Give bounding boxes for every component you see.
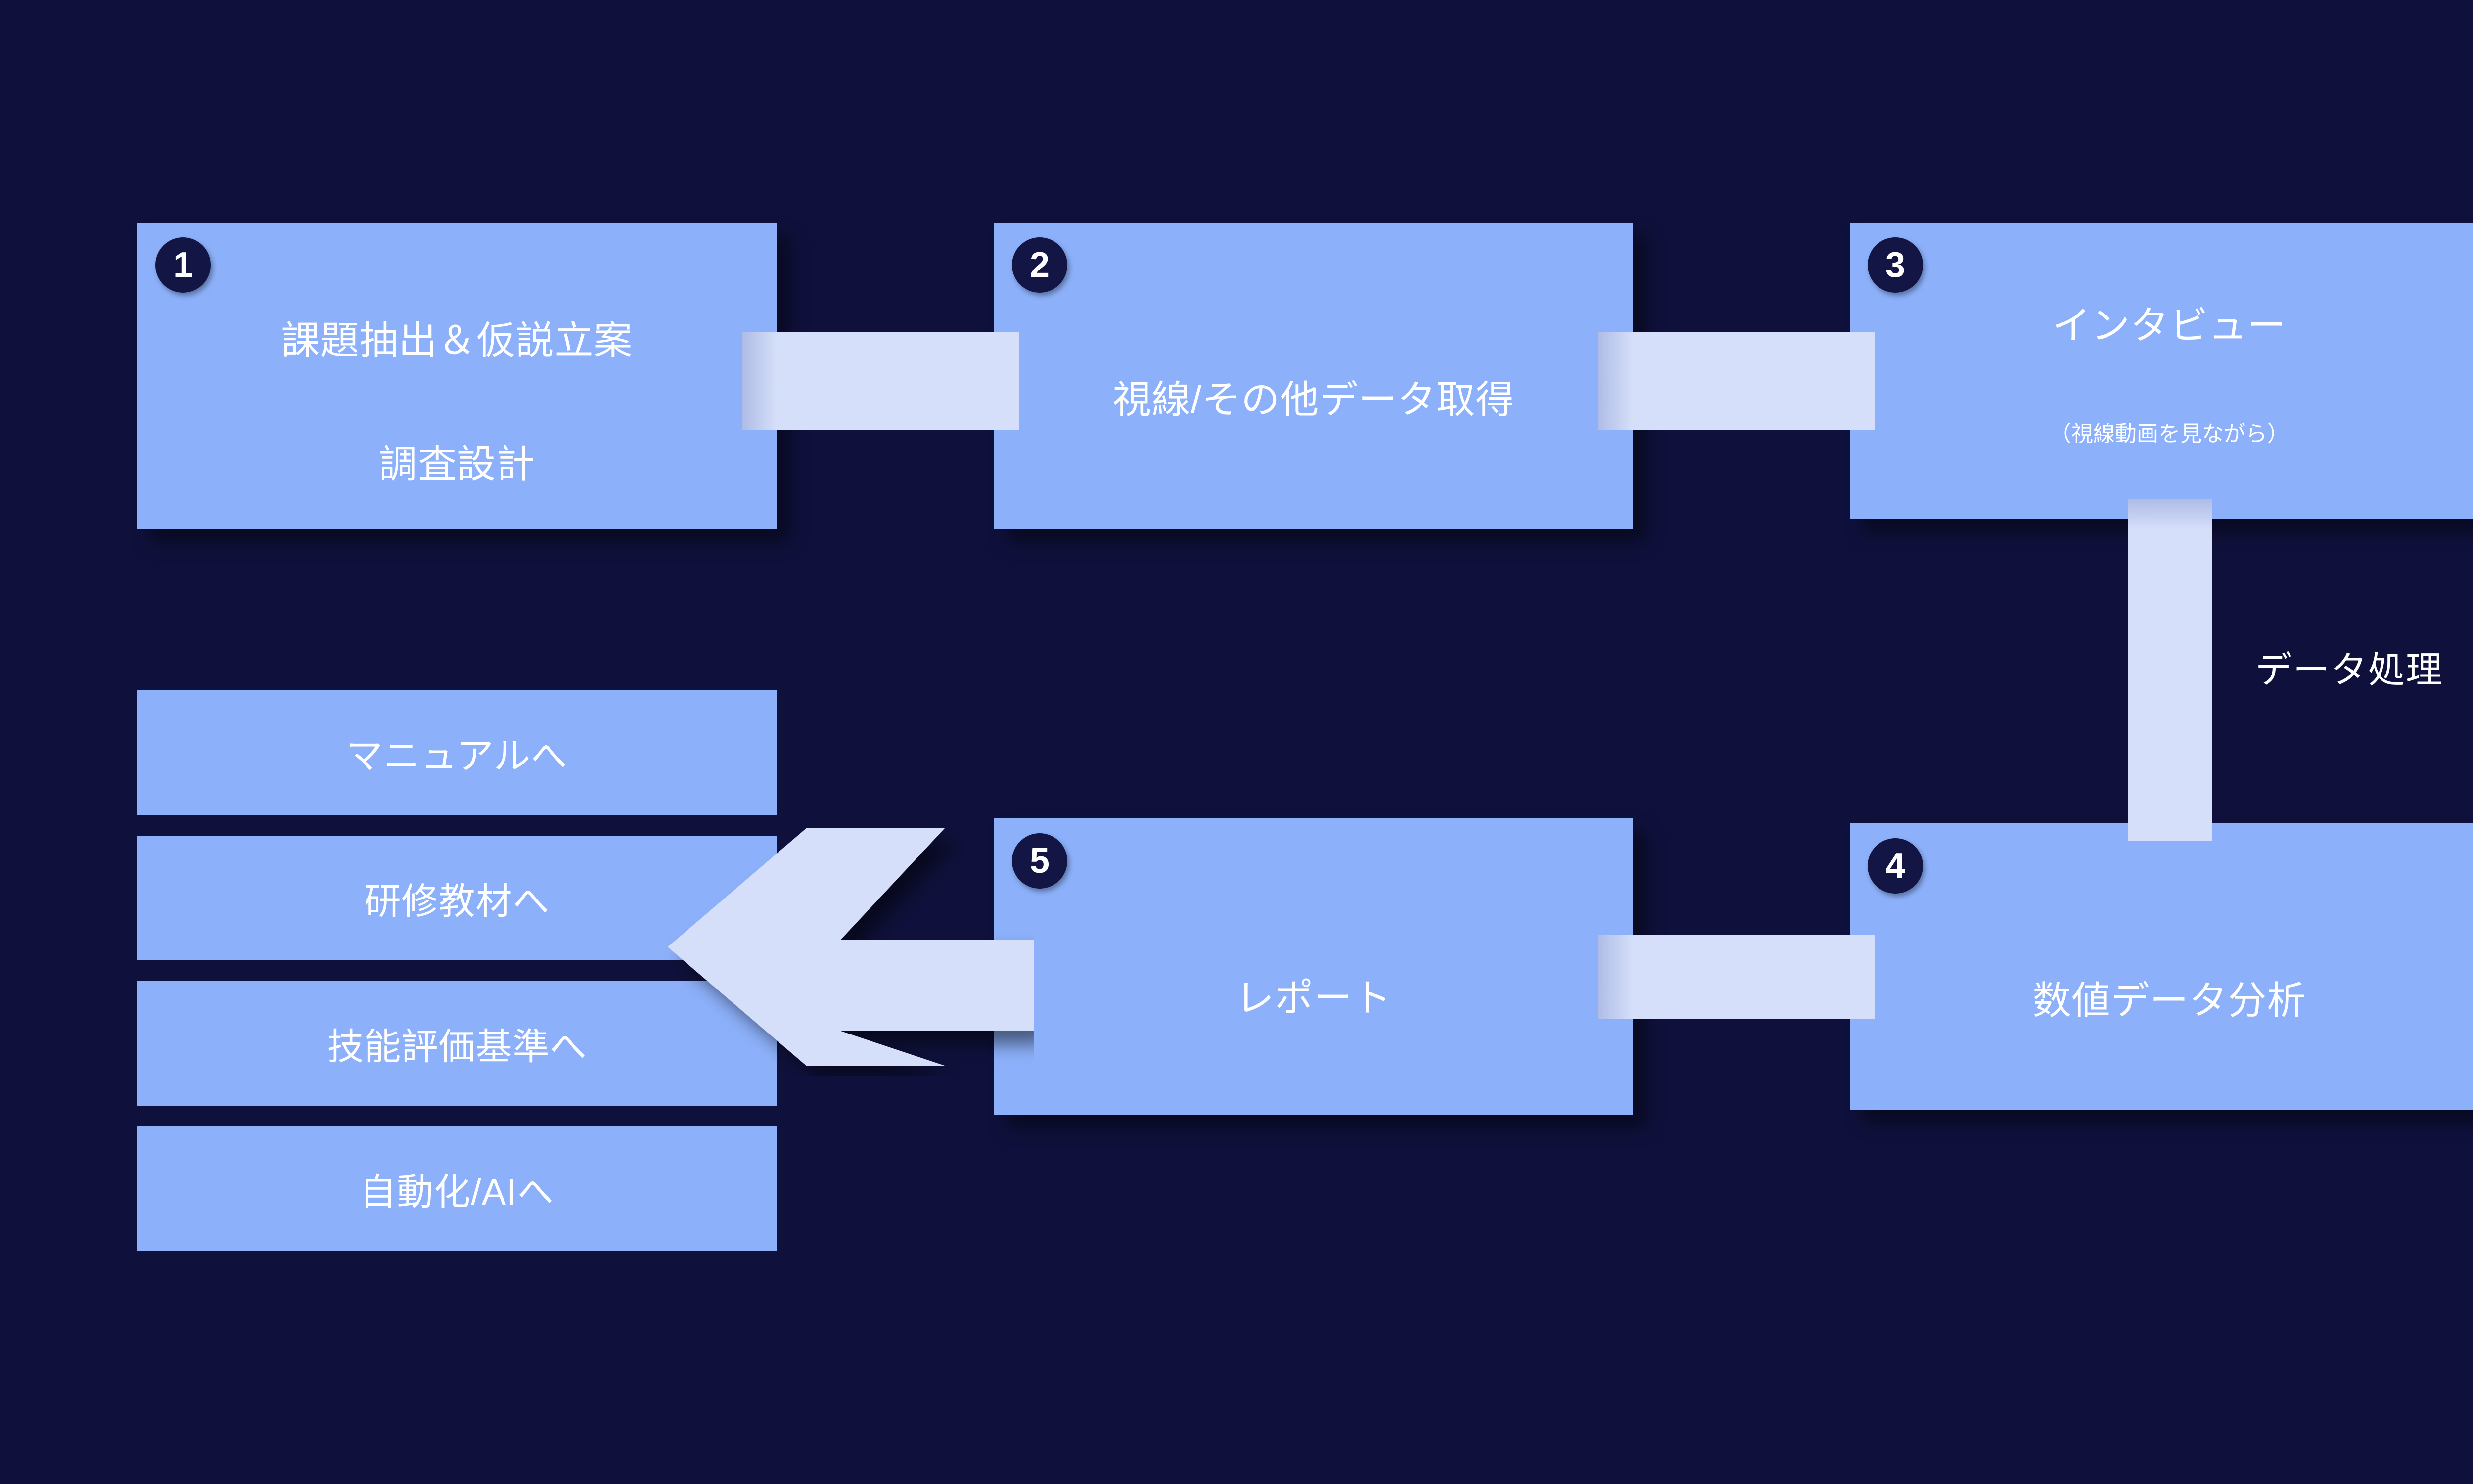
connector-2-to-3 (1598, 332, 1875, 430)
connector-3-to-4 (2128, 499, 2212, 841)
output-bar-3[interactable]: 技能評価基準へ (137, 981, 777, 1106)
process-box-5-title: レポート (1235, 976, 1392, 1020)
process-box-2-title: 視線/その他データ取得 (1112, 378, 1515, 421)
step-badge-2: 2 (1012, 237, 1067, 293)
output-bar-4[interactable]: 自動化/AIへ (137, 1126, 777, 1251)
process-box-2[interactable]: 2 視線/その他データ取得 (994, 223, 1633, 529)
process-box-4[interactable]: 4 数値データ分析 (1850, 823, 2473, 1110)
output-bar-1[interactable]: マニュアルへ (137, 690, 777, 815)
step-badge-3: 3 (1868, 237, 1923, 293)
step-badge-1: 1 (155, 237, 211, 293)
process-box-1[interactable]: 1 課題抽出＆仮説立案 調査設計 (137, 223, 777, 529)
process-box-4-title: 数値データ分析 (2032, 979, 2306, 1022)
connector-1-to-2 (742, 332, 1019, 430)
output-bar-4-label: 自動化/AIへ (360, 1171, 554, 1213)
output-bar-2-label: 研修教材へ (364, 880, 550, 922)
process-box-3-subtitle: （視線動画を見ながら） (2050, 422, 2289, 446)
output-bar-3-label: 技能評価基準へ (327, 1026, 587, 1067)
data-processing-label: データ処理 (2255, 649, 2443, 690)
process-box-1-title2: 調査設計 (378, 442, 535, 486)
connector-4-to-5 (1598, 935, 1875, 1019)
step-badge-5: 5 (1012, 833, 1067, 889)
process-box-5[interactable]: 5 レポート (994, 818, 1633, 1115)
process-box-3[interactable]: 3 インタビュー （視線動画を見ながら） (1850, 223, 2473, 519)
process-box-1-title: 課題抽出＆仮説立案 (281, 318, 633, 362)
output-bar-2[interactable]: 研修教材へ (137, 836, 777, 960)
process-box-3-title: インタビュー (2052, 304, 2287, 347)
output-bar-1-label: マニュアルへ (346, 735, 568, 776)
step-badge-4: 4 (1868, 838, 1923, 894)
